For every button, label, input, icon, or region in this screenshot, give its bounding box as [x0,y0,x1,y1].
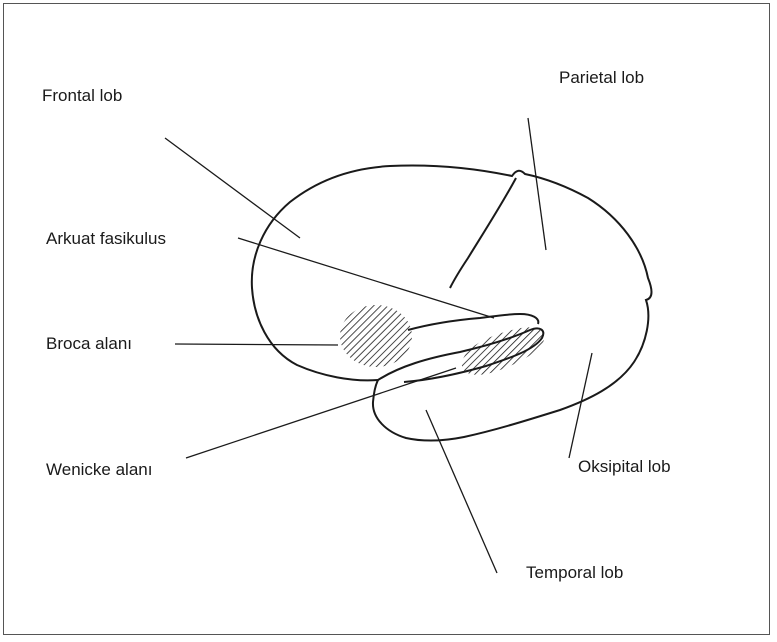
sylvian-upper-edge [408,314,538,330]
leader-wenicke [186,368,456,458]
label-wernicke-area: Wenicke alanı [46,460,152,480]
leader-parietal [528,118,546,250]
brain-outline [252,165,652,440]
label-frontal-lobe: Frontal lob [42,86,122,106]
label-broca-area: Broca alanı [46,334,132,354]
label-occipital-lobe: Oksipital lob [578,457,671,477]
leader-frontal [165,138,300,238]
label-arcuate-fasciculus: Arkuat fasikulus [46,229,166,249]
label-temporal-lobe: Temporal lob [526,563,623,583]
central-sulcus [450,178,516,288]
leader-temporal [426,410,497,573]
label-parietal-lobe: Parietal lob [559,68,644,88]
leader-broca [175,344,338,345]
wernicke-area [462,327,544,374]
broca-area [340,305,412,367]
